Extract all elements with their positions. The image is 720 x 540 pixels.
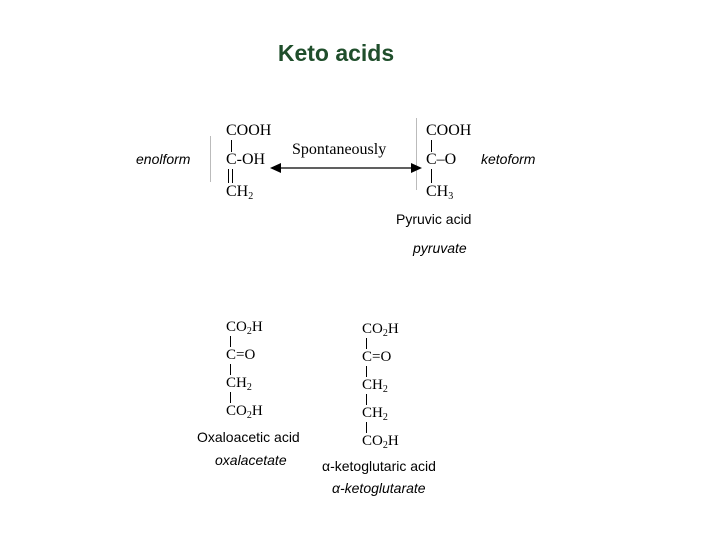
ketoglutaric-bond-2 xyxy=(366,366,367,377)
enol-hydroxyl-carbon: C-OH xyxy=(226,151,266,168)
enol-double-bond xyxy=(228,169,233,183)
keto-single-bond-top xyxy=(431,140,432,152)
ketoglutaric-carboxyl-bottom: CO2H xyxy=(362,433,399,451)
ketoglutaric-bond-4 xyxy=(366,422,367,433)
ketoglutaric-bond-3 xyxy=(366,394,367,405)
page-title: Keto acids xyxy=(277,40,395,66)
ketoform-label: ketoform xyxy=(481,151,536,167)
oxalacetate-label: oxalacetate xyxy=(215,452,287,468)
ketoglutaric-carboxyl-top: CO2H xyxy=(362,321,399,339)
oxaloacetic-bond-3 xyxy=(230,392,231,403)
oxaloacetic-carboxyl-bottom: CO2H xyxy=(226,403,263,421)
ketoglutaric-methylene-1: CH2 xyxy=(362,377,388,395)
enol-carboxyl-group: COOH xyxy=(226,122,272,139)
enolform-label: enolform xyxy=(136,151,191,167)
pyruvic-acid-label: Pyruvic acid xyxy=(396,211,472,227)
keto-single-bond-bottom xyxy=(431,169,432,183)
pyruvate-label: pyruvate xyxy=(413,240,467,256)
ketoglutaric-methylene-2: CH2 xyxy=(362,405,388,423)
enol-methylene-group: CH2 xyxy=(226,183,254,202)
oxaloacetic-bond-1 xyxy=(230,336,231,347)
oxaloacetic-carboxyl-top: CO2H xyxy=(226,319,263,337)
equilibrium-arrow xyxy=(270,163,422,173)
enol-single-bond xyxy=(231,140,232,152)
ketoglutaric-acid-label: α-ketoglutaric acid xyxy=(322,458,436,474)
oxaloacetic-acid-label: Oxaloacetic acid xyxy=(197,429,300,445)
oxaloacetic-methylene: CH2 xyxy=(226,375,252,393)
keto-carbonyl-carbon: C–O xyxy=(426,151,457,168)
keto-bracket-line xyxy=(416,118,417,190)
ketoglutaric-bond-1 xyxy=(366,338,367,349)
oxaloacetic-bond-2 xyxy=(230,364,231,375)
keto-carboxyl-group: COOH xyxy=(426,122,472,139)
ketoglutaric-carbonyl: C=O xyxy=(362,349,392,365)
oxaloacetic-carbonyl: C=O xyxy=(226,347,256,363)
enol-bracket-line xyxy=(210,136,211,182)
keto-methyl-group: CH3 xyxy=(426,183,454,202)
ketoglutarate-label: α-ketoglutarate xyxy=(332,480,426,496)
arrow-label: Spontaneously xyxy=(292,141,387,158)
